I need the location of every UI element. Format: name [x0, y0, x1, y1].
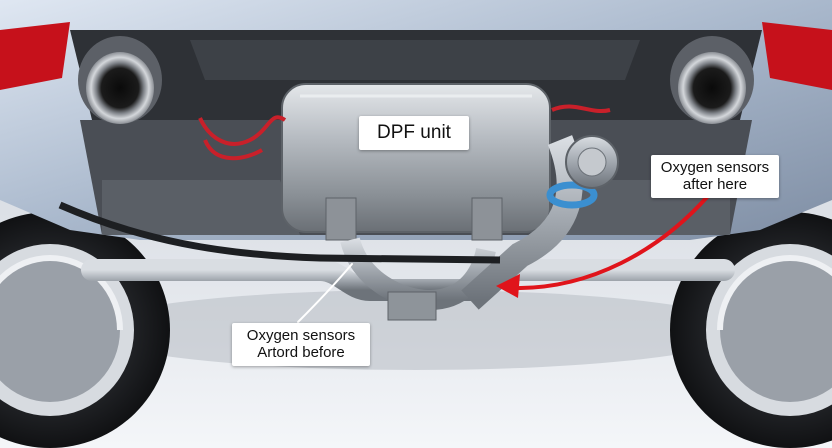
after-label-line1: Oxygen sensors — [660, 159, 770, 176]
right-tyre — [670, 212, 832, 448]
right-reflector — [762, 22, 832, 90]
dpf-canister — [281, 83, 551, 241]
after-arrow-head — [496, 274, 520, 298]
after-label-line2: after here — [682, 176, 748, 194]
before-label-line2: Artord before — [257, 344, 345, 362]
oxygen-sensor — [546, 135, 619, 209]
dpf-label-text: DPF unit — [377, 122, 451, 143]
left-exhaust-tip — [78, 36, 162, 124]
before-arrow-shaft — [297, 263, 353, 323]
sensor-wiring — [198, 104, 611, 161]
after-arrow-shaft — [510, 194, 710, 291]
dpf-unit-label: DPF unit — [359, 116, 469, 150]
arrows — [297, 194, 710, 323]
right-exhaust-tip — [670, 36, 754, 124]
oxygen-sensors-after-label: Oxygen sensors after here — [651, 155, 779, 198]
hose — [58, 201, 501, 264]
left-reflector — [0, 22, 70, 90]
diffuser-upper — [190, 40, 640, 80]
oxygen-sensors-before-label: Oxygen sensors Artord before — [232, 323, 370, 366]
heat-shield-left — [102, 180, 300, 235]
before-label-line1: Oxygen sensors — [246, 327, 356, 344]
